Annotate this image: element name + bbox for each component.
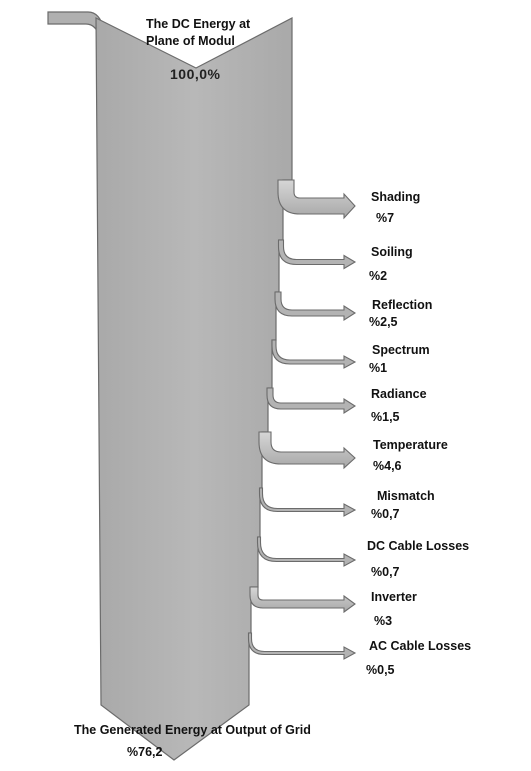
loss-value-soiling: %2 [369,269,388,283]
loss-branch-temperature [258,431,356,470]
loss-label-soiling: Soiling [371,245,413,259]
output-percent: %76,2 [127,745,163,759]
loss-value-radiance: %1,5 [371,410,400,424]
input-title-line1: The DC Energy at [146,17,251,31]
loss-branch-radiance [266,387,357,415]
loss-branch-dc-cable [256,536,357,567]
loss-value-dc-cable: %0,7 [371,565,400,579]
loss-label-dc-cable: DC Cable Losses [367,539,470,553]
loss-value-mismatch: %0,7 [371,507,400,521]
input-title: The DC Energy at Plane of Modul [146,16,250,50]
loss-label-shading: Shading [371,190,421,204]
loss-branch-inverter [249,586,356,614]
loss-label-radiance: Radiance [371,387,427,401]
loss-value-shading: %7 [376,211,395,225]
output-title: The Generated Energy at Output of Grid [74,723,311,737]
loss-label-temperature: Temperature [373,438,448,452]
loss-label-reflection: Reflection [372,298,433,312]
loss-branch-spectrum [271,339,357,369]
loss-value-inverter: %3 [374,614,393,628]
loss-branches [247,179,357,660]
loss-branch-soiling [277,239,357,270]
loss-value-ac-cable: %0,5 [366,663,395,677]
loss-label-ac-cable: AC Cable Losses [369,639,472,653]
loss-value-reflection: %2,5 [369,315,398,329]
loss-branch-ac-cable [247,632,357,660]
loss-value-temperature: %4,6 [373,459,402,473]
loss-label-inverter: Inverter [371,590,417,604]
loss-branch-shading [277,179,356,220]
input-percent: 100,0% [170,66,221,82]
loss-label-spectrum: Spectrum [372,343,430,357]
main-flow [95,17,293,761]
loss-label-mismatch: Mismatch [377,489,435,503]
input-title-line2: Plane of Modul [146,34,235,48]
loss-branch-mismatch [258,487,357,517]
loss-branch-reflection [274,291,357,322]
loss-value-spectrum: %1 [369,361,388,375]
